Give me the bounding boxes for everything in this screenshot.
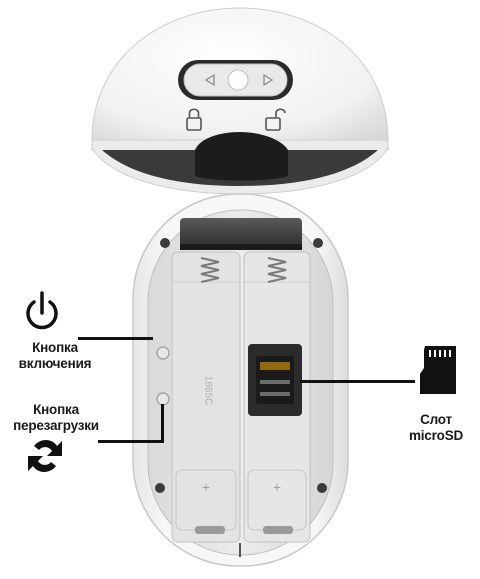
reset-label: Кнопка перезагрузки [6, 402, 106, 434]
svg-text:+: + [273, 479, 281, 495]
dome-cap [91, 7, 389, 195]
microsd-label-text: Слот microSD [408, 412, 464, 443]
reset-label-line2: перезагрузки [13, 418, 99, 433]
microsd-callout-line [300, 380, 415, 383]
lock-open-icon [265, 108, 286, 131]
reset-callout-line [98, 440, 164, 443]
power-label-line1: Кнопка [32, 340, 78, 355]
contact-right [263, 526, 293, 534]
microsd-card-icon [420, 346, 456, 394]
power-icon [26, 291, 58, 330]
triangle-left-icon [204, 73, 215, 87]
battery-bay-left: + [171, 251, 241, 543]
contact-left [195, 526, 225, 534]
power-label: Кнопка включения [10, 340, 100, 372]
top-connector [180, 218, 302, 250]
microsd-slot[interactable] [248, 344, 302, 416]
reset-callout-vertical [161, 404, 164, 443]
triangle-right-icon [263, 73, 274, 87]
microsd-label: Слот microSD [392, 412, 480, 444]
svg-text:+: + [202, 479, 210, 495]
battery-marking-text: 1865C [202, 375, 214, 406]
power-label-line2: включения [18, 356, 92, 371]
lock-closed-icon [186, 108, 202, 131]
power-callout-line [78, 337, 153, 340]
spring-right [267, 257, 287, 283]
lock-switch[interactable] [178, 60, 293, 100]
alignment-mark [239, 543, 241, 557]
spring-left [200, 257, 220, 283]
reset-label-line1: Кнопка [33, 402, 79, 417]
sync-arrows-icon [28, 440, 62, 472]
power-button[interactable] [156, 346, 170, 360]
